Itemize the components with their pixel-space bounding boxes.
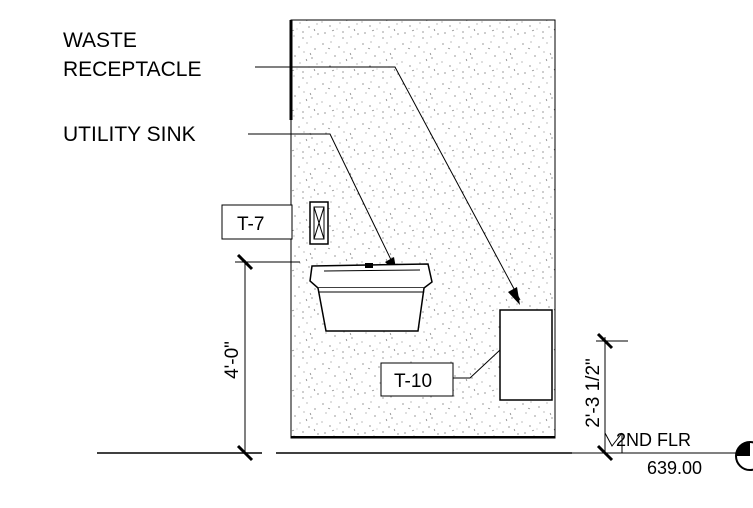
level-target-icon bbox=[735, 441, 753, 471]
level-elevation-text: 639.00 bbox=[647, 458, 702, 478]
leader-waste-receptacle bbox=[255, 66, 521, 301]
paper-towel-dispenser-icon bbox=[309, 201, 329, 245]
label-waste-line2: RECEPTACLE bbox=[63, 58, 201, 81]
tag-t10-text: T-10 bbox=[394, 371, 432, 392]
tag-t10-box bbox=[380, 362, 454, 397]
tag-t10-leader bbox=[453, 349, 501, 379]
tag-t7-text: T-7 bbox=[237, 214, 264, 235]
dimension-receptacle-height-text: 2'-3 1/2" bbox=[583, 358, 604, 428]
waste-receptacle-icon bbox=[499, 309, 553, 401]
utility-sink-icon bbox=[309, 263, 433, 332]
label-utility-sink: UTILITY SINK bbox=[63, 123, 196, 146]
tag-t7-box bbox=[221, 204, 293, 240]
arrowhead-waste-receptacle bbox=[508, 287, 520, 305]
level-datum-marker bbox=[604, 432, 623, 453]
level-name-text: 2ND FLR bbox=[616, 430, 691, 450]
label-waste-line1: WASTE bbox=[63, 29, 137, 52]
dimension-sink-height-text: 4'-0" bbox=[222, 341, 243, 379]
dimension-sink-height bbox=[235, 253, 300, 462]
leader-utility-sink bbox=[248, 133, 396, 269]
